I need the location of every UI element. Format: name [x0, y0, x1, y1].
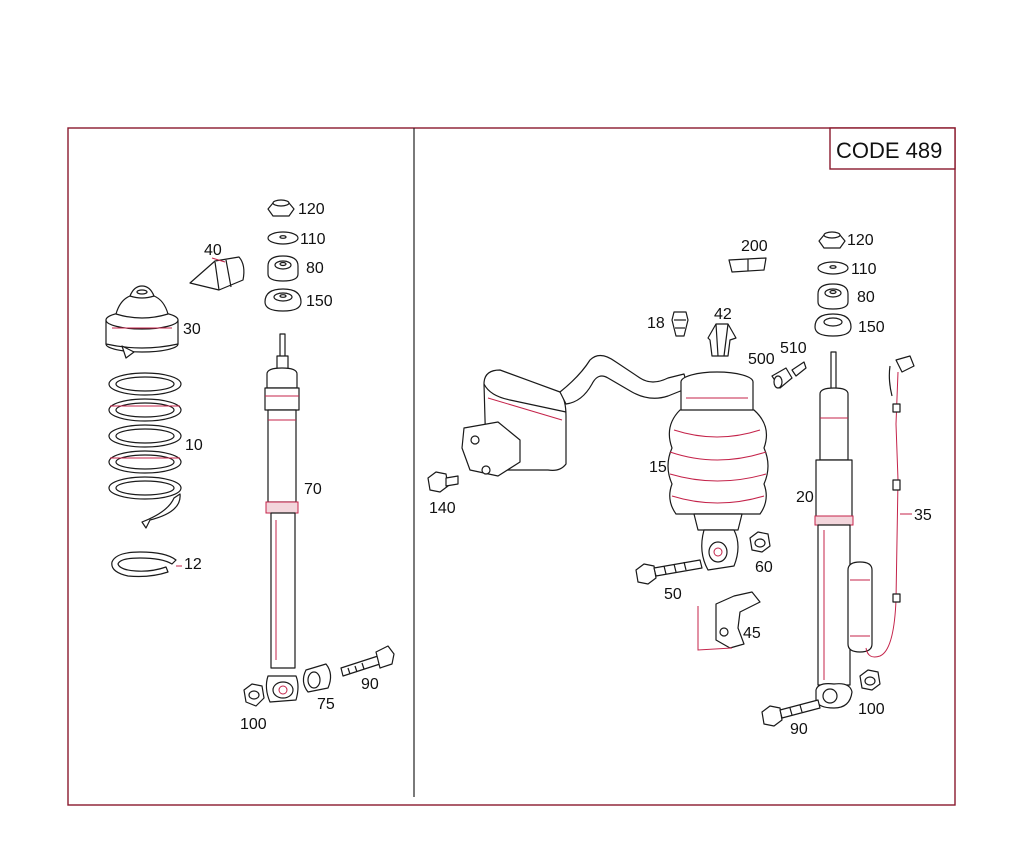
part-60-nut	[749, 531, 771, 553]
callout-left-120: 120	[298, 201, 325, 218]
part-500-valve	[771, 367, 793, 389]
callout-left-12: 12	[184, 556, 202, 573]
part-150-mount-right	[814, 313, 852, 337]
part-35-cable	[865, 355, 915, 658]
callout-right-80: 80	[857, 289, 875, 306]
callout-left-70: 70	[304, 481, 322, 498]
callout-left-80: 80	[306, 260, 324, 277]
part-70-shock-absorber	[264, 333, 300, 703]
callout-right-500: 500	[748, 351, 775, 368]
callout-right-35: 35	[914, 507, 932, 524]
diagram-frame	[67, 127, 956, 806]
part-45-bracket	[697, 591, 761, 651]
callout-left-75: 75	[317, 696, 335, 713]
callout-right-120: 120	[847, 232, 874, 249]
callout-right-42: 42	[714, 306, 732, 323]
part-110-washer-right	[817, 261, 849, 275]
callout-right-90: 90	[790, 721, 808, 738]
callout-left-90: 90	[361, 676, 379, 693]
part-140-bolt	[427, 471, 459, 493]
callout-right-140: 140	[429, 500, 456, 517]
part-15-air-spring	[461, 354, 769, 571]
callout-left-30: 30	[183, 321, 201, 338]
callout-right-15: 15	[649, 459, 667, 476]
part-150-mount	[264, 288, 302, 312]
part-120-nut	[267, 199, 295, 217]
callout-right-150: 150	[858, 319, 885, 336]
part-50-bolt	[635, 559, 703, 585]
callout-left-40: 40	[204, 242, 222, 259]
callout-right-510: 510	[780, 340, 807, 357]
part-100-nut-right	[859, 669, 881, 691]
part-75-bushing	[302, 663, 332, 693]
part-510-valve-cap	[791, 361, 807, 377]
code-label: CODE 489	[836, 138, 942, 163]
left-panel: 120 110 80 150 40 30 10 70 12 90 75 100	[105, 199, 395, 733]
part-80-bushing	[267, 255, 299, 282]
part-18-fitting	[671, 311, 689, 337]
part-10-coil-spring	[108, 372, 182, 529]
part-120-nut-right	[818, 231, 846, 249]
part-90-bolt-right	[761, 699, 821, 727]
callout-right-50: 50	[664, 586, 682, 603]
callout-right-45: 45	[743, 625, 761, 642]
right-panel: 200 120 110 80 150 18 42 500 510 15 20 3…	[427, 231, 932, 738]
part-90-bolt	[340, 645, 395, 677]
callout-left-100: 100	[240, 716, 267, 733]
callout-right-200: 200	[741, 238, 768, 255]
part-200-cap	[728, 257, 767, 273]
part-110-washer	[267, 231, 299, 245]
callout-right-60: 60	[755, 559, 773, 576]
part-42-clip	[707, 323, 737, 357]
callout-right-100: 100	[858, 701, 885, 718]
part-12-snap-ring	[111, 551, 182, 578]
part-20-shock-absorber	[814, 351, 873, 709]
part-80-bushing-right	[817, 283, 849, 310]
part-40-bump-stop	[189, 256, 245, 291]
part-100-nut	[243, 683, 265, 707]
callout-left-110: 110	[300, 231, 326, 248]
callout-right-18: 18	[647, 315, 665, 332]
callout-right-110: 110	[851, 261, 877, 278]
callout-left-150: 150	[306, 293, 333, 310]
code-box: CODE 489	[829, 127, 956, 170]
callout-right-20: 20	[796, 489, 814, 506]
part-30-spring-pad	[105, 285, 179, 359]
callout-left-10: 10	[185, 437, 203, 454]
